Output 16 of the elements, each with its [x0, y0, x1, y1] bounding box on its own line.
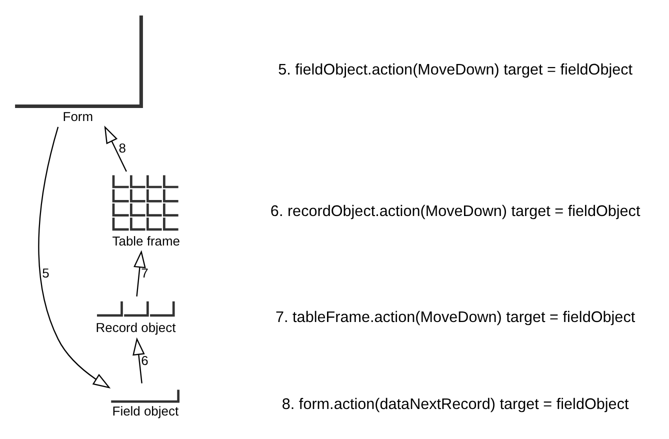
label: 6. recordObject.action(MoveDown) target = fieldObject — [270, 202, 640, 220]
label: 7. tableFrame.action(MoveDown) target = fieldObject — [276, 308, 636, 326]
label: 8. form.action(dataNextRecord) target = fieldObject — [282, 396, 629, 413]
node-text: Field object — [112, 402, 179, 418]
edge-label: 5 — [42, 265, 50, 280]
edge-label: 8 — [118, 140, 126, 156]
arrow — [132, 336, 145, 383]
edge-label: 6 — [141, 352, 148, 368]
arrow — [134, 250, 146, 296]
arrow — [38, 126, 111, 388]
edge-label: 7 — [141, 265, 148, 280]
arrow — [104, 125, 127, 172]
node-text: Table frame — [112, 233, 180, 248]
node-text: Record object — [96, 319, 176, 334]
node-text: Form — [62, 108, 94, 124]
label: 5. fieldObject.action(MoveDown) target = fieldObject — [278, 60, 633, 78]
